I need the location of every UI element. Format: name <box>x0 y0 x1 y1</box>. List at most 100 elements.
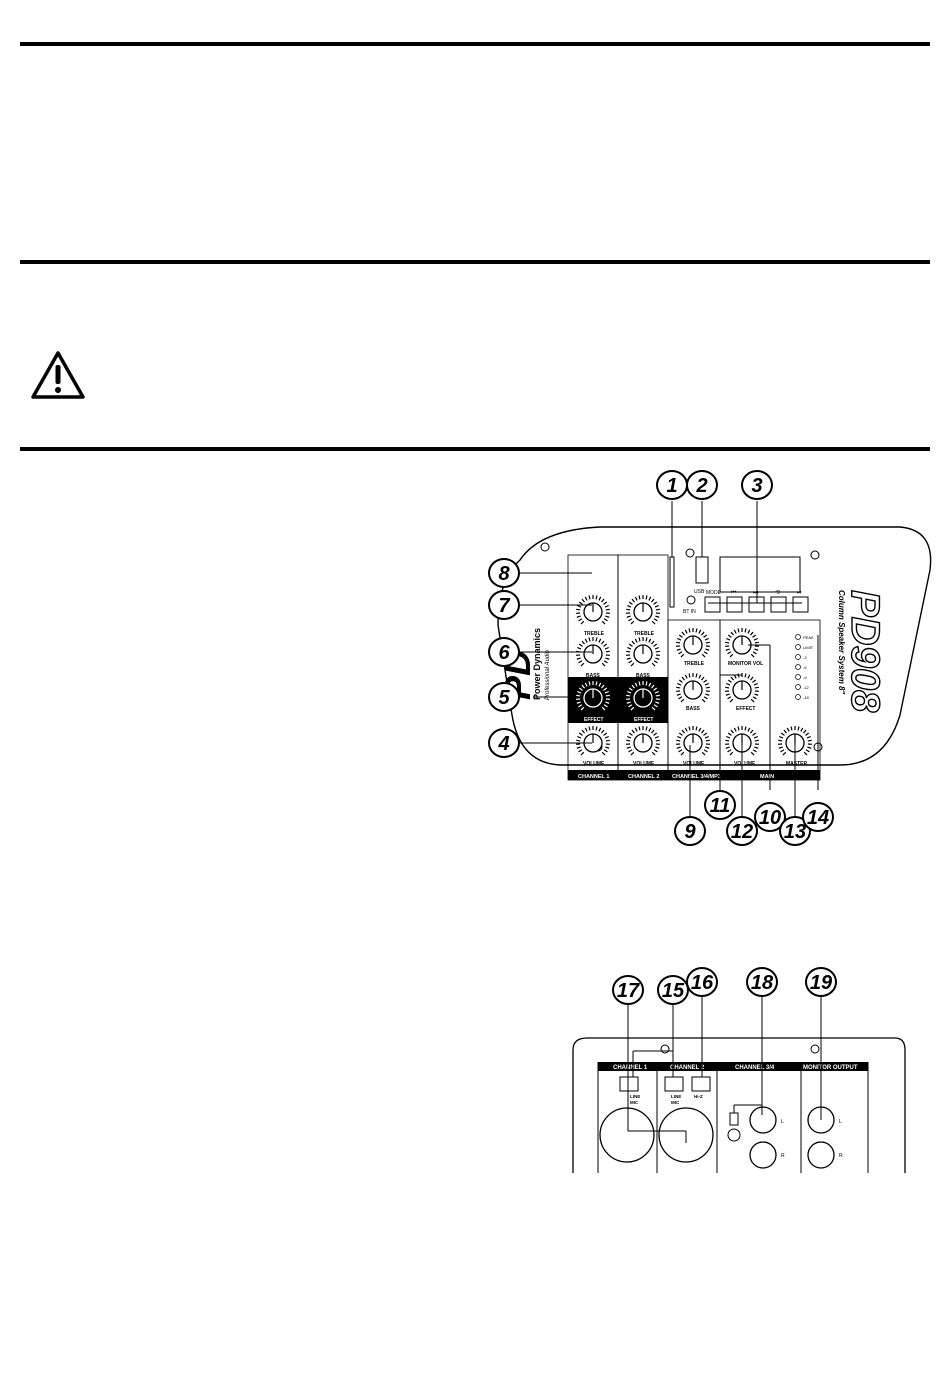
svg-text:13: 13 <box>784 821 806 843</box>
svg-text:14: 14 <box>807 807 829 829</box>
callout-6: 6 <box>488 637 520 667</box>
svg-text:8: 8 <box>498 563 510 585</box>
ch1-treble-label: TREBLE <box>584 631 605 637</box>
mode-button[interactable] <box>704 596 721 613</box>
top-panel-figure: PD Power Dynamics Professional Audio PD9… <box>488 470 932 846</box>
svg-text:LIMIT: LIMIT <box>803 645 814 650</box>
svg-text:2: 2 <box>695 475 707 497</box>
svg-text:18: 18 <box>751 972 774 994</box>
svg-text:L: L <box>781 1119 784 1125</box>
svg-text:16: 16 <box>691 972 714 994</box>
svg-text:15: 15 <box>662 980 685 1002</box>
brand-sub: Professional Audio <box>545 650 551 700</box>
callout-7: 7 <box>488 590 520 620</box>
svg-text:MIC: MIC <box>671 1100 680 1105</box>
model-subtitle: Column Speaker System 8" <box>837 590 846 694</box>
svg-text:-18: -18 <box>803 695 810 700</box>
callout-13: 13 <box>779 816 811 846</box>
svg-text:4: 4 <box>497 733 509 755</box>
ch2-effect-knob[interactable] <box>626 681 660 711</box>
ch1-bass-label: BASS <box>586 673 601 679</box>
prev-button[interactable] <box>726 596 743 613</box>
brand-name: Power Dynamics <box>532 628 542 700</box>
callout-17: 17 <box>612 975 644 1005</box>
callout-12: 12 <box>726 816 758 846</box>
ch1-effect-label: EFFECT <box>584 717 603 723</box>
ch3-volume-knob[interactable] <box>676 726 710 756</box>
ch2-treble-knob[interactable] <box>626 595 660 625</box>
ch1-combo-jack[interactable] <box>599 1107 655 1163</box>
svg-text:-9: -9 <box>803 675 807 680</box>
callout-2: 2 <box>686 470 718 500</box>
ch3-treble-knob[interactable] <box>676 628 710 658</box>
svg-text:LINE: LINE <box>630 1094 640 1099</box>
svg-text:⏯: ⏯ <box>797 590 802 596</box>
ch4-right-jack[interactable] <box>749 1141 777 1169</box>
svg-text:5: 5 <box>498 687 510 709</box>
svg-text:L: L <box>839 1119 842 1125</box>
bottom-monitor-label: MONITOR OUTPUT <box>803 1065 858 1071</box>
callout-14: 14 <box>802 802 834 832</box>
main-effect-label: EFFECT <box>736 706 755 712</box>
callout-3: 3 <box>741 470 773 500</box>
ch2-volume-label: VOLUME <box>633 761 655 767</box>
model-name: PD908 <box>843 590 887 713</box>
ch2-volume-knob[interactable] <box>626 726 660 756</box>
svg-text:7: 7 <box>498 595 510 617</box>
ch3-bass-knob[interactable] <box>676 673 710 703</box>
svg-text:⏮: ⏮ <box>731 590 737 596</box>
svg-text:10: 10 <box>759 807 781 829</box>
master-label: MASTER <box>786 761 808 767</box>
ch3-section-label: CHANNEL 3/4/MP3 <box>672 774 721 780</box>
main-section-label: MAIN <box>760 774 774 780</box>
callout-10: 10 <box>754 802 786 832</box>
svg-text:17: 17 <box>617 980 640 1002</box>
ch1-volume-label: VOLUME <box>583 761 605 767</box>
callout-9: 9 <box>674 816 706 846</box>
svg-text:Hi-Z: Hi-Z <box>694 1094 703 1099</box>
svg-text:-6: -6 <box>803 665 807 670</box>
main-volume-label: VOLUME <box>734 761 756 767</box>
svg-text:MIC: MIC <box>630 1100 639 1105</box>
middle-rule <box>20 260 930 264</box>
svg-text:9: 9 <box>684 821 696 843</box>
callout-18: 18 <box>746 967 778 997</box>
ch3-bass-label: BASS <box>686 706 701 712</box>
svg-text:11: 11 <box>710 795 731 817</box>
svg-text:R: R <box>839 1153 843 1159</box>
ch1-effect-knob[interactable] <box>576 681 610 711</box>
monitor-vol-label: MONITOR VOL <box>728 661 763 667</box>
usb-label: USB <box>694 589 705 595</box>
ch1-treble-knob[interactable] <box>576 595 610 625</box>
callout-1: 1 <box>656 470 688 500</box>
ch1-section-label: CHANNEL 1 <box>578 774 609 780</box>
bottom-ch1-label: CHANNEL 1 <box>613 1065 648 1071</box>
callout-8: 8 <box>488 558 520 588</box>
svg-text:⟲: ⟲ <box>775 590 780 596</box>
callout-16: 16 <box>686 967 718 997</box>
transport-buttons: MODE ⏮ ⏭ ⟲ ⏯ <box>704 590 809 613</box>
monitor-right-jack[interactable] <box>807 1141 835 1169</box>
ch2-treble-label: TREBLE <box>634 631 655 637</box>
ch2-bass-knob[interactable] <box>626 637 660 667</box>
bottom-ch2-label: CHANNEL 2 <box>670 1065 705 1071</box>
ch2-section-label: CHANNEL 2 <box>628 774 659 780</box>
ch3-volume-label: VOLUME <box>683 761 705 767</box>
ch2-combo-jack[interactable] <box>658 1107 714 1163</box>
main-effect-knob[interactable] <box>725 673 759 703</box>
bottom-ch34-label: CHANNEL 3/4 <box>735 1065 775 1071</box>
ch3-left-jack[interactable] <box>749 1106 777 1134</box>
ch2-bass-label: BASS <box>636 673 651 679</box>
svg-text:-3: -3 <box>803 655 807 660</box>
bottom-panel-figure: CHANNEL 1 CHANNEL 2 CHANNEL 3/4 MONITOR … <box>572 967 906 1173</box>
svg-text:-12: -12 <box>803 685 810 690</box>
callout-19: 19 <box>805 967 837 997</box>
svg-text:PEAK: PEAK <box>803 635 814 640</box>
play-button[interactable] <box>792 596 809 613</box>
svg-text:R: R <box>781 1153 785 1159</box>
svg-text:1: 1 <box>666 475 677 497</box>
bottom-callouts: 15 16 17 18 19 <box>612 967 837 1005</box>
repeat-button[interactable] <box>770 596 787 613</box>
callout-11: 11 <box>704 790 736 820</box>
